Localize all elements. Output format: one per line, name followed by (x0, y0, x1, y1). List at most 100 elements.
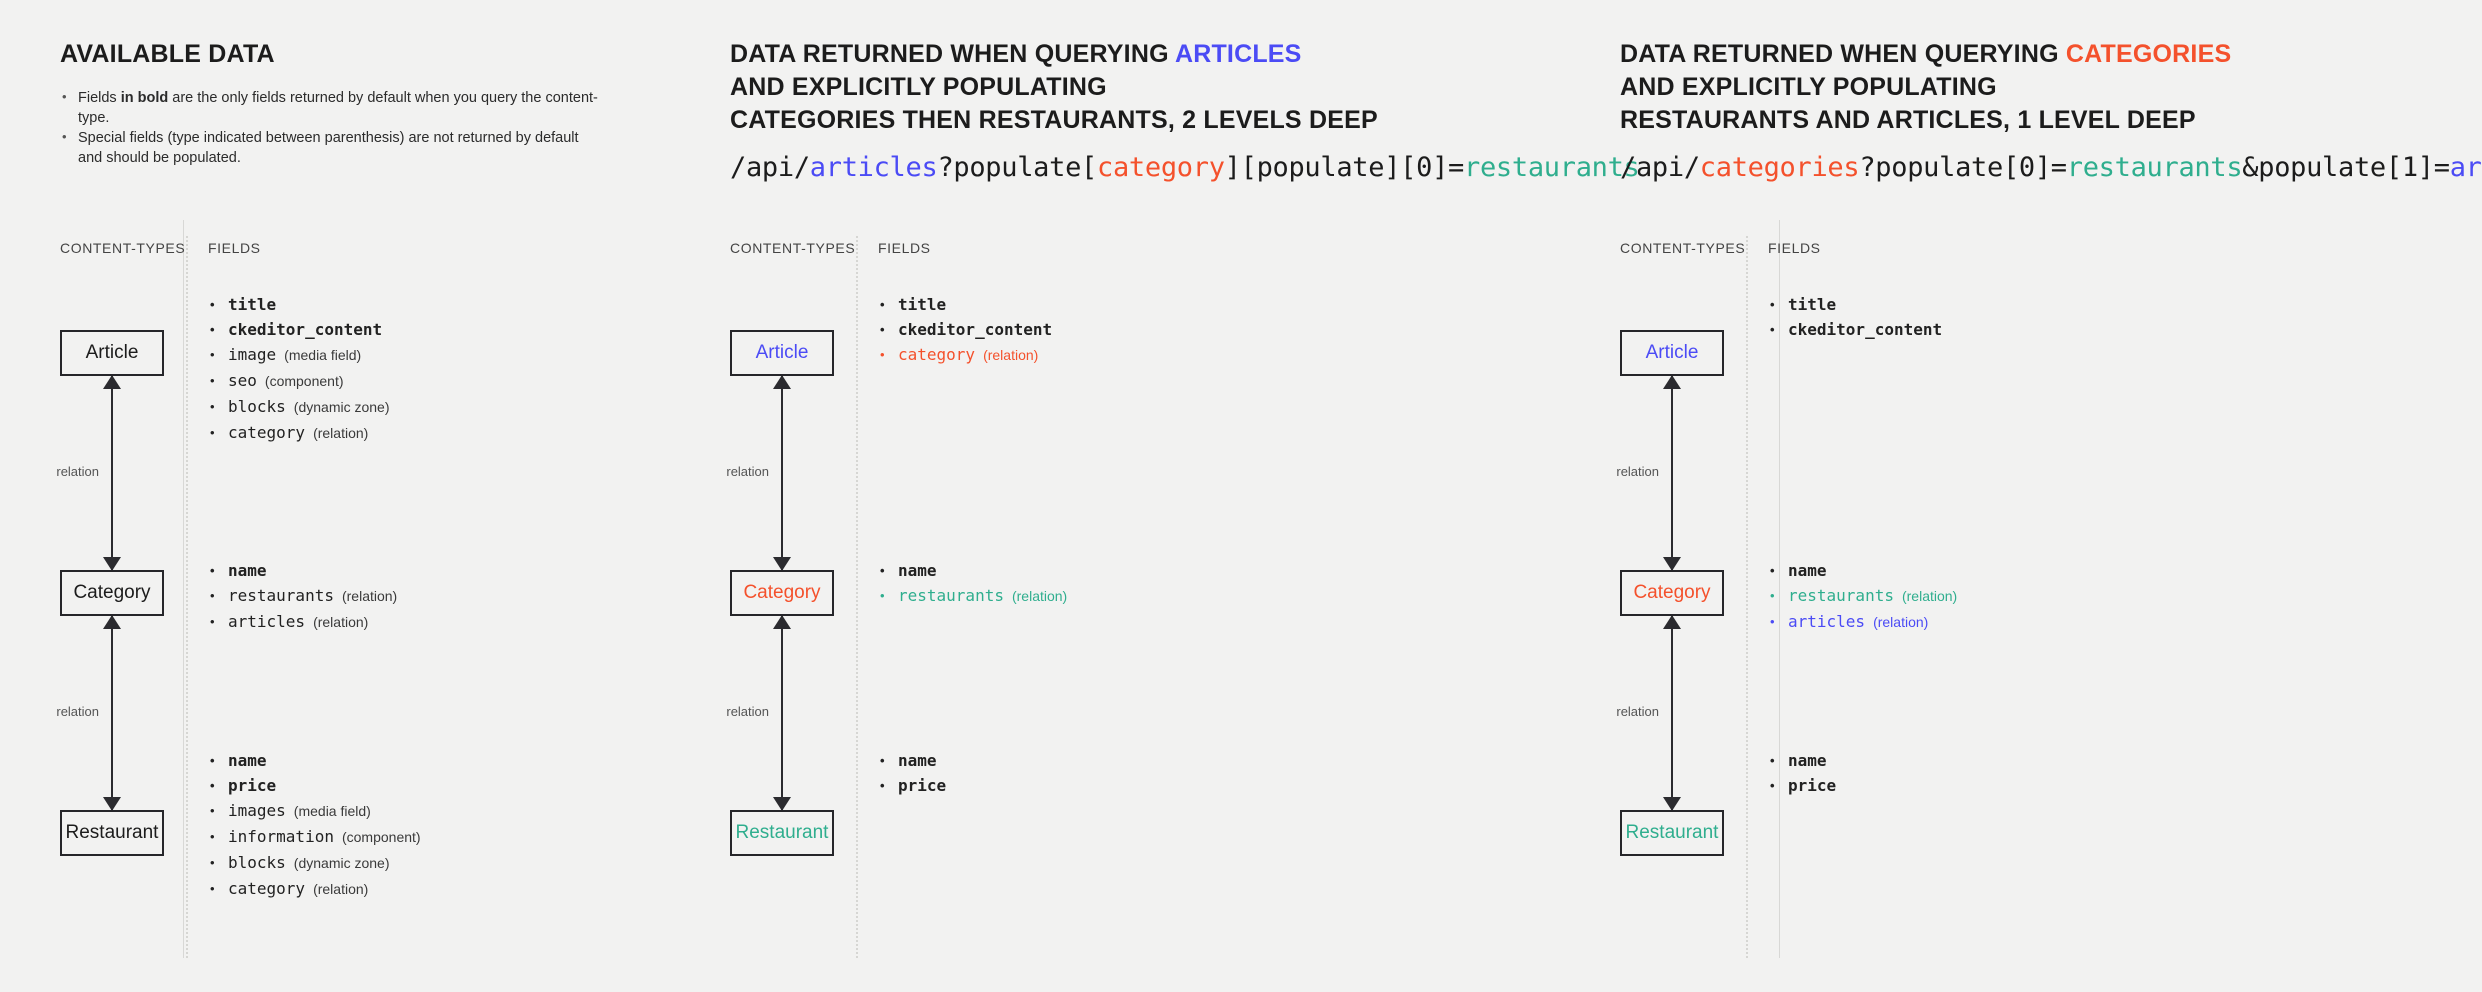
arrow-up-icon (773, 375, 791, 389)
field-item: price (208, 773, 421, 798)
relation-label: relation (1616, 704, 1659, 719)
arrow-up-icon (103, 375, 121, 389)
field-name: price (1788, 776, 1837, 795)
field-type: (relation) (313, 614, 369, 630)
field-type: (relation) (1873, 614, 1929, 630)
content-type-box-restaurant[interactable]: Restaurant (1620, 810, 1724, 856)
field-name: name (898, 751, 937, 770)
field-type: (media field) (284, 347, 362, 363)
field-type: (component) (341, 829, 421, 845)
field-name: price (228, 776, 277, 795)
arrow-down-icon (773, 557, 791, 571)
field-item: blocks(dynamic zone) (208, 394, 390, 420)
relation-line (1671, 616, 1673, 810)
content-type-label: Article (755, 342, 809, 363)
content-type-label: Restaurant (65, 822, 159, 843)
content-type-box-article[interactable]: Article (730, 330, 834, 376)
field-name: title (228, 295, 277, 314)
column-dotted-divider (1746, 236, 1748, 958)
field-name: title (1788, 295, 1837, 314)
content-type-box-article[interactable]: Article (60, 330, 164, 376)
heading-line: DATA RETURNED WHEN QUERYING ARTICLES (730, 40, 1302, 68)
field-item: image (media field) (208, 342, 390, 368)
field-name: image (228, 345, 277, 364)
panel-heading: AVAILABLE DATA (60, 38, 275, 71)
field-item: ckeditor_content (878, 317, 1052, 342)
url-segment: articles (2449, 152, 2482, 183)
field-list-restaurant: name price (1768, 748, 1836, 798)
url-segment: ?populate[ (937, 152, 1097, 183)
field-item: name (878, 558, 1067, 583)
field-name: category (228, 879, 306, 898)
relation-connector: relation (726, 375, 791, 571)
field-name: articles (1788, 612, 1866, 631)
field-item: images(media field) (208, 798, 421, 824)
field-item: seo (component) (208, 368, 390, 394)
field-name: seo (228, 371, 257, 390)
arrow-down-icon (103, 557, 121, 571)
relation-connector: relation (56, 615, 121, 811)
content-type-box-category[interactable]: Category (1620, 570, 1724, 616)
column-header-fields: FIELDS (208, 240, 261, 256)
arrow-up-icon (103, 615, 121, 629)
content-type-box-category[interactable]: Category (730, 570, 834, 616)
content-type-box-restaurant[interactable]: Restaurant (730, 810, 834, 856)
field-list-article: titleckeditor_content (1768, 292, 1942, 342)
field-item: restaurants (relation) (208, 583, 397, 609)
heading-line: AVAILABLE DATA (60, 40, 275, 68)
content-type-box-article[interactable]: Article (1620, 330, 1724, 376)
field-name: ckeditor_content (898, 320, 1053, 339)
heading-line: AND EXPLICITLY POPULATING (730, 73, 1107, 101)
relation-line (1671, 376, 1673, 570)
field-type: (relation) (341, 588, 398, 604)
arrow-up-icon (1663, 375, 1681, 389)
field-name: name (1788, 561, 1827, 580)
arrow-down-icon (103, 797, 121, 811)
field-item: category(relation) (878, 342, 1052, 368)
api-endpoint-url: /api/articles?populate[category][populat… (730, 152, 1640, 183)
field-type: (relation) (313, 881, 369, 897)
url-segment: &populate[1]= (2242, 152, 2450, 183)
url-segment: /api/ (1620, 152, 1700, 183)
field-name: name (1788, 751, 1827, 770)
column-header-fields: FIELDS (1768, 240, 1821, 256)
field-item: title (878, 292, 1052, 317)
heading-line: RESTAURANTS AND ARTICLES, 1 LEVEL DEEP (1620, 106, 2196, 134)
field-type: (relation) (313, 425, 369, 441)
url-segment: articles (809, 152, 938, 183)
column-header-content-types: CONTENT-TYPES (1620, 240, 1746, 256)
field-type: (relation) (1901, 588, 1958, 604)
url-segment: /api/ (730, 152, 810, 183)
field-name: name (228, 751, 267, 770)
field-name: title (898, 295, 947, 314)
field-type: (component) (264, 373, 344, 389)
relation-line (111, 376, 113, 570)
field-list-article: title ckeditor_content category(relation) (878, 292, 1052, 368)
relation-line (781, 616, 783, 810)
heading-line: AND EXPLICITLY POPULATING (1620, 73, 1997, 101)
field-name: price (898, 776, 947, 795)
field-item: name (1768, 558, 1957, 583)
content-type-box-restaurant[interactable]: Restaurant (60, 810, 164, 856)
field-item: category(relation) (208, 420, 390, 446)
field-name: restaurants (228, 586, 334, 605)
content-type-label: Restaurant (1625, 822, 1719, 843)
content-type-label: Category (1633, 582, 1711, 603)
field-name: articles (228, 612, 306, 631)
column-dotted-divider (186, 236, 188, 958)
legend-notes: Fields in bold are the only fields retur… (60, 87, 620, 168)
field-name: blocks (228, 853, 286, 872)
relation-label: relation (56, 464, 99, 479)
field-type: (relation) (983, 347, 1039, 363)
field-type: (relation) (1011, 588, 1068, 604)
relation-label: relation (56, 704, 99, 719)
arrow-down-icon (1663, 557, 1681, 571)
field-list-category: namerestaurants(relation)articles(relati… (1768, 558, 1957, 635)
legend-note-bold: in bold (120, 90, 169, 106)
field-type: (dynamic zone) (293, 399, 390, 415)
field-item: restaurants(relation) (878, 583, 1067, 609)
field-type: (dynamic zone) (293, 855, 390, 871)
content-type-box-category[interactable]: Category (60, 570, 164, 616)
field-item: name (878, 748, 946, 773)
field-name: name (228, 561, 267, 580)
